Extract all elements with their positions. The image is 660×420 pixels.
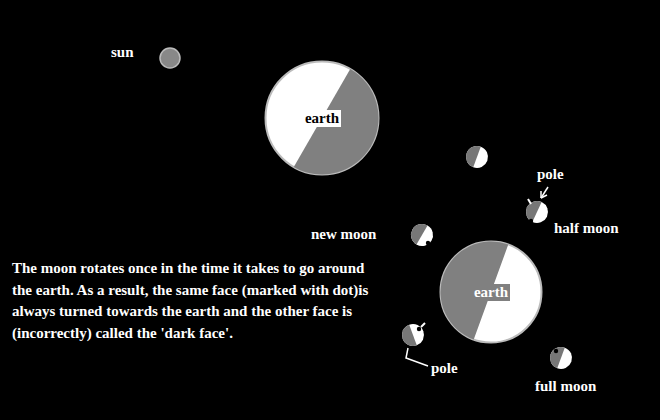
face-dot xyxy=(426,241,430,245)
callout-label: sun xyxy=(111,44,134,61)
moon xyxy=(463,143,491,171)
callout-label: pole xyxy=(537,166,564,183)
earth-label: earth xyxy=(303,110,341,127)
arrowhead xyxy=(541,191,547,198)
callout-label: pole xyxy=(431,360,458,377)
earth-disc xyxy=(266,62,379,175)
face-dot xyxy=(529,219,533,223)
pole-mark xyxy=(421,323,425,327)
face-dot xyxy=(417,327,421,331)
moon xyxy=(522,197,551,226)
earth-disc xyxy=(441,242,542,343)
moon-disc xyxy=(522,197,551,226)
moon xyxy=(547,344,575,372)
face-dot xyxy=(554,349,558,353)
earth-shadow xyxy=(294,69,379,174)
callout-label: full moon xyxy=(535,378,596,395)
moon-disc xyxy=(399,321,427,349)
pole-mark xyxy=(528,199,531,204)
moon-disc xyxy=(463,143,491,171)
callout-label: half moon xyxy=(554,220,619,237)
moon-shadow xyxy=(407,220,428,245)
moon-shadow xyxy=(463,143,481,167)
earth-circle: earth xyxy=(264,60,380,176)
moon xyxy=(407,220,437,250)
moon-shadow xyxy=(547,344,565,368)
pole-arrow xyxy=(541,187,548,198)
moon-disc xyxy=(407,220,437,250)
earth-circle: earth xyxy=(439,240,543,344)
moon-shadow xyxy=(399,325,417,349)
moon-disc xyxy=(547,344,575,372)
moon xyxy=(399,321,427,349)
callout-label: new moon xyxy=(311,226,376,243)
earth-label: earth xyxy=(472,284,510,301)
moon-shadow xyxy=(522,197,541,222)
sun-disc xyxy=(160,48,180,68)
note-text: The moon rotates once in the time it tak… xyxy=(12,258,372,344)
pole-leader xyxy=(406,348,428,366)
